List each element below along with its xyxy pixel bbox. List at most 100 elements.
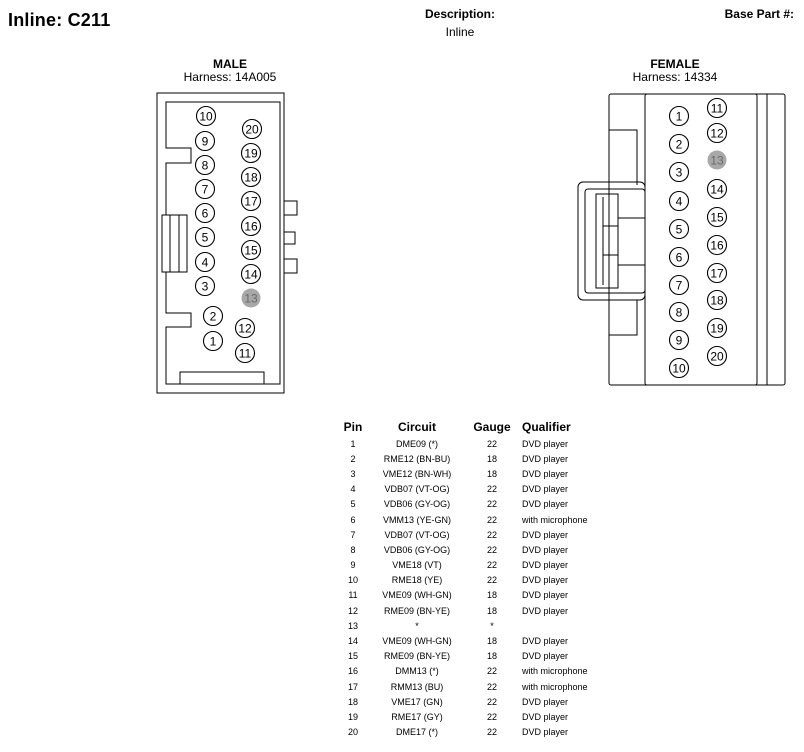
- pin-number: 5: [202, 231, 209, 245]
- pin-circle: [195, 105, 217, 127]
- gauge-cell: 22: [486, 727, 497, 738]
- female-pin-5: 5: [668, 218, 690, 240]
- gauge-cell: 18: [486, 453, 497, 464]
- gauge-cell: 22: [486, 544, 497, 555]
- male-pin-14: 14: [240, 263, 262, 285]
- pin-number: 2: [676, 138, 683, 152]
- female-pin-13: 13: [707, 150, 727, 170]
- gauge-cell: 22: [486, 484, 497, 495]
- pin-number: 4: [676, 195, 683, 209]
- circuit-cell: VME17 (GN): [391, 696, 443, 707]
- circuit-cell: VDB07 (VT-OG): [384, 529, 450, 540]
- male-pin-13: 13: [241, 288, 261, 308]
- pin-number: 11: [239, 347, 252, 361]
- female-pin-10: 10: [668, 357, 690, 379]
- male-pin-16: 16: [240, 215, 262, 237]
- pin-circle: [240, 263, 262, 285]
- female-pin-16: 16: [706, 234, 728, 256]
- qualifier-cell: with microphone: [522, 681, 588, 692]
- female-ridge-upper: [609, 129, 638, 185]
- pin-circle: [668, 218, 690, 240]
- qualifier-cell: DVD player: [522, 529, 569, 540]
- pin-number: 8: [202, 159, 209, 173]
- pin-cell: 2: [350, 453, 356, 464]
- pin-number: 10: [672, 362, 686, 376]
- gauge-cell: 22: [486, 575, 497, 586]
- pin-cell: 3: [350, 468, 356, 479]
- pin-number: 8: [676, 306, 683, 320]
- pin-column-header: Pin: [343, 420, 363, 434]
- pin-number: 16: [244, 220, 258, 234]
- male-pin-7: 7: [194, 178, 216, 200]
- pin-circle: [240, 190, 262, 212]
- pin-cell: 4: [350, 484, 356, 495]
- table-row: 7 VDB07 (VT-OG) 22 DVD player: [338, 527, 622, 542]
- pin-circle: [706, 178, 728, 200]
- pin-number: 7: [202, 183, 209, 197]
- gauge-cell: 18: [486, 605, 497, 616]
- connector-title: Inline: C211: [8, 10, 111, 30]
- male-pin-6: 6: [194, 202, 216, 224]
- qualifier-cell: DVD player: [522, 575, 569, 586]
- female-pin-20: 20: [706, 345, 728, 367]
- circuit-cell: VME09 (WH-GN): [382, 636, 452, 647]
- male-connector-title: MALE: [213, 57, 247, 71]
- pin-number: 7: [676, 279, 683, 293]
- pin-cell: 14: [347, 636, 358, 647]
- gauge-cell: 22: [486, 514, 497, 525]
- circuit-cell: RME09 (BN-YE): [383, 651, 450, 662]
- pin-number: 6: [676, 251, 683, 265]
- pin-number: 20: [710, 350, 724, 364]
- pin-circle: [234, 317, 256, 339]
- pin-circle: [194, 178, 216, 200]
- qualifier-cell: DVD player: [522, 711, 569, 722]
- pin-cell: 5: [350, 499, 356, 510]
- gauge-cell: *: [490, 620, 494, 631]
- male-pin-17: 17: [240, 190, 262, 212]
- pin-cell: 6: [350, 514, 356, 525]
- qualifier-cell: DVD player: [522, 544, 569, 555]
- circuit-cell: VME12 (BN-WH): [382, 468, 452, 479]
- qualifier-cell: with microphone: [522, 514, 588, 525]
- circuit-cell: DME17 (*): [395, 727, 438, 738]
- male-bottom-lip: [179, 371, 265, 384]
- male-pin-12: 12: [234, 317, 256, 339]
- pin-circle: [668, 301, 690, 323]
- female-harness-label: Harness: 14334: [632, 70, 718, 84]
- gauge-cell: 22: [486, 560, 497, 571]
- qualifier-cell: DVD player: [522, 605, 569, 616]
- pin-cell: 1: [350, 438, 356, 449]
- female-connector-outer: [608, 93, 786, 386]
- gauge-cell: 18: [486, 590, 497, 601]
- pin-circle: [706, 234, 728, 256]
- pin-cell: 7: [350, 529, 356, 540]
- gauge-cell: 22: [486, 529, 497, 540]
- empty-pin-circle: [241, 288, 261, 308]
- male-pin-20: 20: [241, 118, 263, 140]
- pin-circle: [194, 226, 216, 248]
- qualifier-cell: DVD player: [522, 727, 569, 738]
- pin-cell: 12: [347, 605, 358, 616]
- circuit-cell: VDB06 (GY-OG): [383, 544, 451, 555]
- pin-circle: [194, 202, 216, 224]
- pin-circle: [668, 357, 690, 379]
- description-value: Inline: [445, 25, 475, 39]
- female-pin-cavity: [644, 93, 758, 386]
- female-pin-18: 18: [706, 289, 728, 311]
- pin-number: 10: [199, 110, 213, 124]
- pin-circle: [668, 274, 690, 296]
- pin-circle: [194, 154, 216, 176]
- female-pin-7: 7: [668, 274, 690, 296]
- male-right-tab-upper: [284, 200, 298, 216]
- pin-circle: [668, 133, 690, 155]
- pin-number: 1: [676, 110, 683, 124]
- circuit-cell: *: [415, 620, 419, 631]
